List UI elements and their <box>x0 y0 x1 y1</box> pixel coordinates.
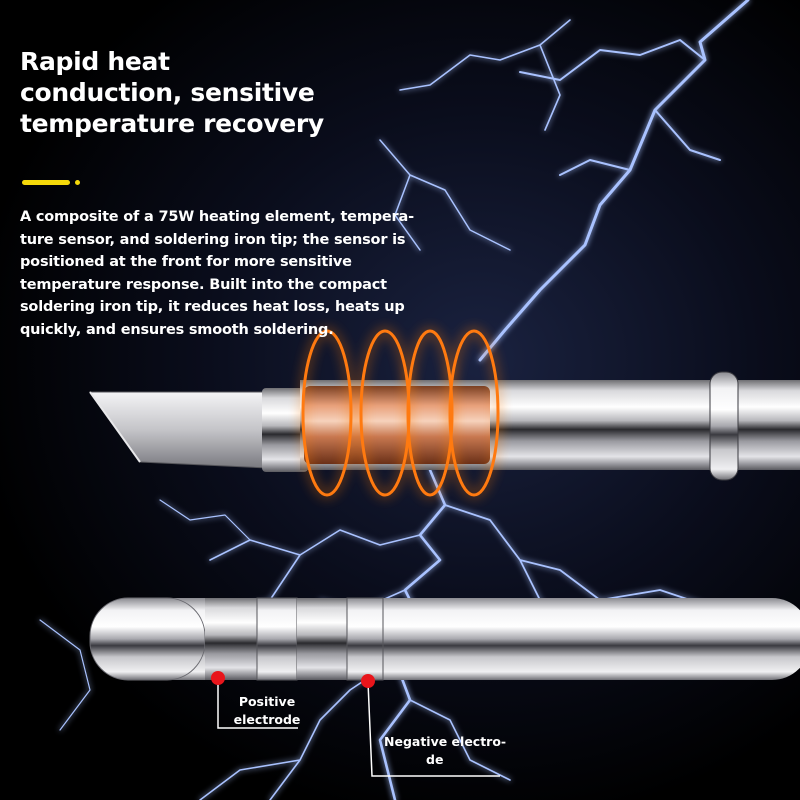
insulator-band <box>256 597 298 681</box>
heat-coils <box>301 329 500 497</box>
accent-dot <box>75 180 80 185</box>
lower-cap <box>89 597 206 681</box>
description-line: A composite of a 75W heating element, te… <box>20 209 414 225</box>
electrode-band <box>205 598 257 680</box>
callouts <box>211 671 500 777</box>
coil-ring <box>406 329 454 497</box>
positive-callout-line <box>217 680 298 729</box>
description-line: ture sensor, and soldering iron tip; the… <box>20 231 406 248</box>
tip-blade-edge <box>89 391 141 463</box>
lightning-left-branch <box>379 139 511 251</box>
negative-marker <box>361 674 375 688</box>
soldering-tip-upper <box>89 371 800 481</box>
coil-ring <box>301 329 353 497</box>
lightning-top-branch <box>399 19 571 131</box>
insulator-band <box>346 597 384 681</box>
lightning-bottom-branch <box>199 659 511 800</box>
description-line: temperature response. Built into the com… <box>20 276 387 293</box>
negative-callout-line <box>367 681 500 777</box>
positive-electrode-label: Positive electrode <box>232 693 302 729</box>
headline-line: temperature recovery <box>20 109 324 138</box>
negative-electrode-label: Negative electro- de <box>384 733 507 769</box>
heating-element <box>304 386 490 464</box>
tip-collar <box>262 388 308 472</box>
lightning-far-left <box>39 499 251 731</box>
lightning-main-bolt <box>478 0 750 362</box>
negative-label-line: Negative electro- <box>384 734 507 749</box>
positive-label-line: electrode <box>233 712 301 727</box>
description-line: quickly, and ensures smooth soldering. <box>20 321 334 338</box>
tip-ring <box>709 371 739 481</box>
negative-label-line: de <box>426 752 444 767</box>
lightning-upper-branch <box>519 39 721 176</box>
electrode-band <box>297 598 347 680</box>
soldering-tip-lower <box>89 597 800 681</box>
headline: Rapid heat conduction, sensitive tempera… <box>20 46 350 139</box>
positive-label-line: Positive <box>238 694 296 709</box>
description-line: positioned at the front for more sensiti… <box>20 254 352 270</box>
positive-marker <box>211 671 225 685</box>
headline-line: Rapid heat <box>20 47 170 76</box>
description: A composite of a 75W heating element, te… <box>20 206 445 341</box>
description-line: soldering iron tip, it reduces heat loss… <box>20 299 405 315</box>
accent-dash <box>22 180 70 185</box>
headline-line: conduction, sensitive <box>20 78 315 107</box>
coil-ring <box>448 329 500 497</box>
